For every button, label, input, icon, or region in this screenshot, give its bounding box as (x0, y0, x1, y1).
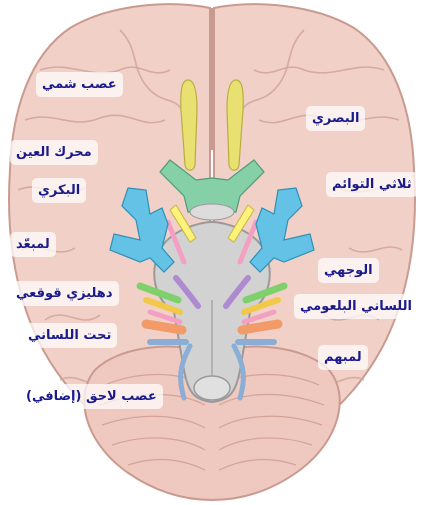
oculomotor-nerve (169, 204, 255, 243)
abducens-nerve (173, 275, 251, 309)
trochlear-nerve (165, 219, 259, 265)
trigeminal-nerve (109, 187, 315, 273)
label-hypoglossal: تحت اللساني (22, 323, 118, 348)
optic-nerve (159, 159, 265, 221)
label-accessory: عصب لاحق (إضافي) (20, 384, 163, 409)
label-oculomotor: محرك العين (10, 140, 98, 165)
glossopharyngeal-nerve (141, 309, 283, 335)
accessory-nerve (178, 343, 246, 401)
label-optic: البصري (306, 106, 366, 131)
label-trigeminal: ثلاثي التوائم (326, 172, 418, 197)
label-vestibulocochlear: دهليزي قوقعي (10, 281, 119, 306)
label-glossopharyngeal: اللساني البلعومي (294, 294, 418, 319)
label-olfactory: عصب شمي (36, 72, 123, 97)
label-facial: الوجهي (318, 258, 379, 283)
label-trochlear: البكري (32, 178, 87, 203)
label-vagus: لمبهم (318, 345, 368, 370)
olfactory-nerve (180, 79, 244, 171)
vestibulocochlear-nerve (143, 297, 281, 315)
facial-nerve (136, 282, 288, 304)
label-abducens: لمبعّد (10, 232, 56, 257)
